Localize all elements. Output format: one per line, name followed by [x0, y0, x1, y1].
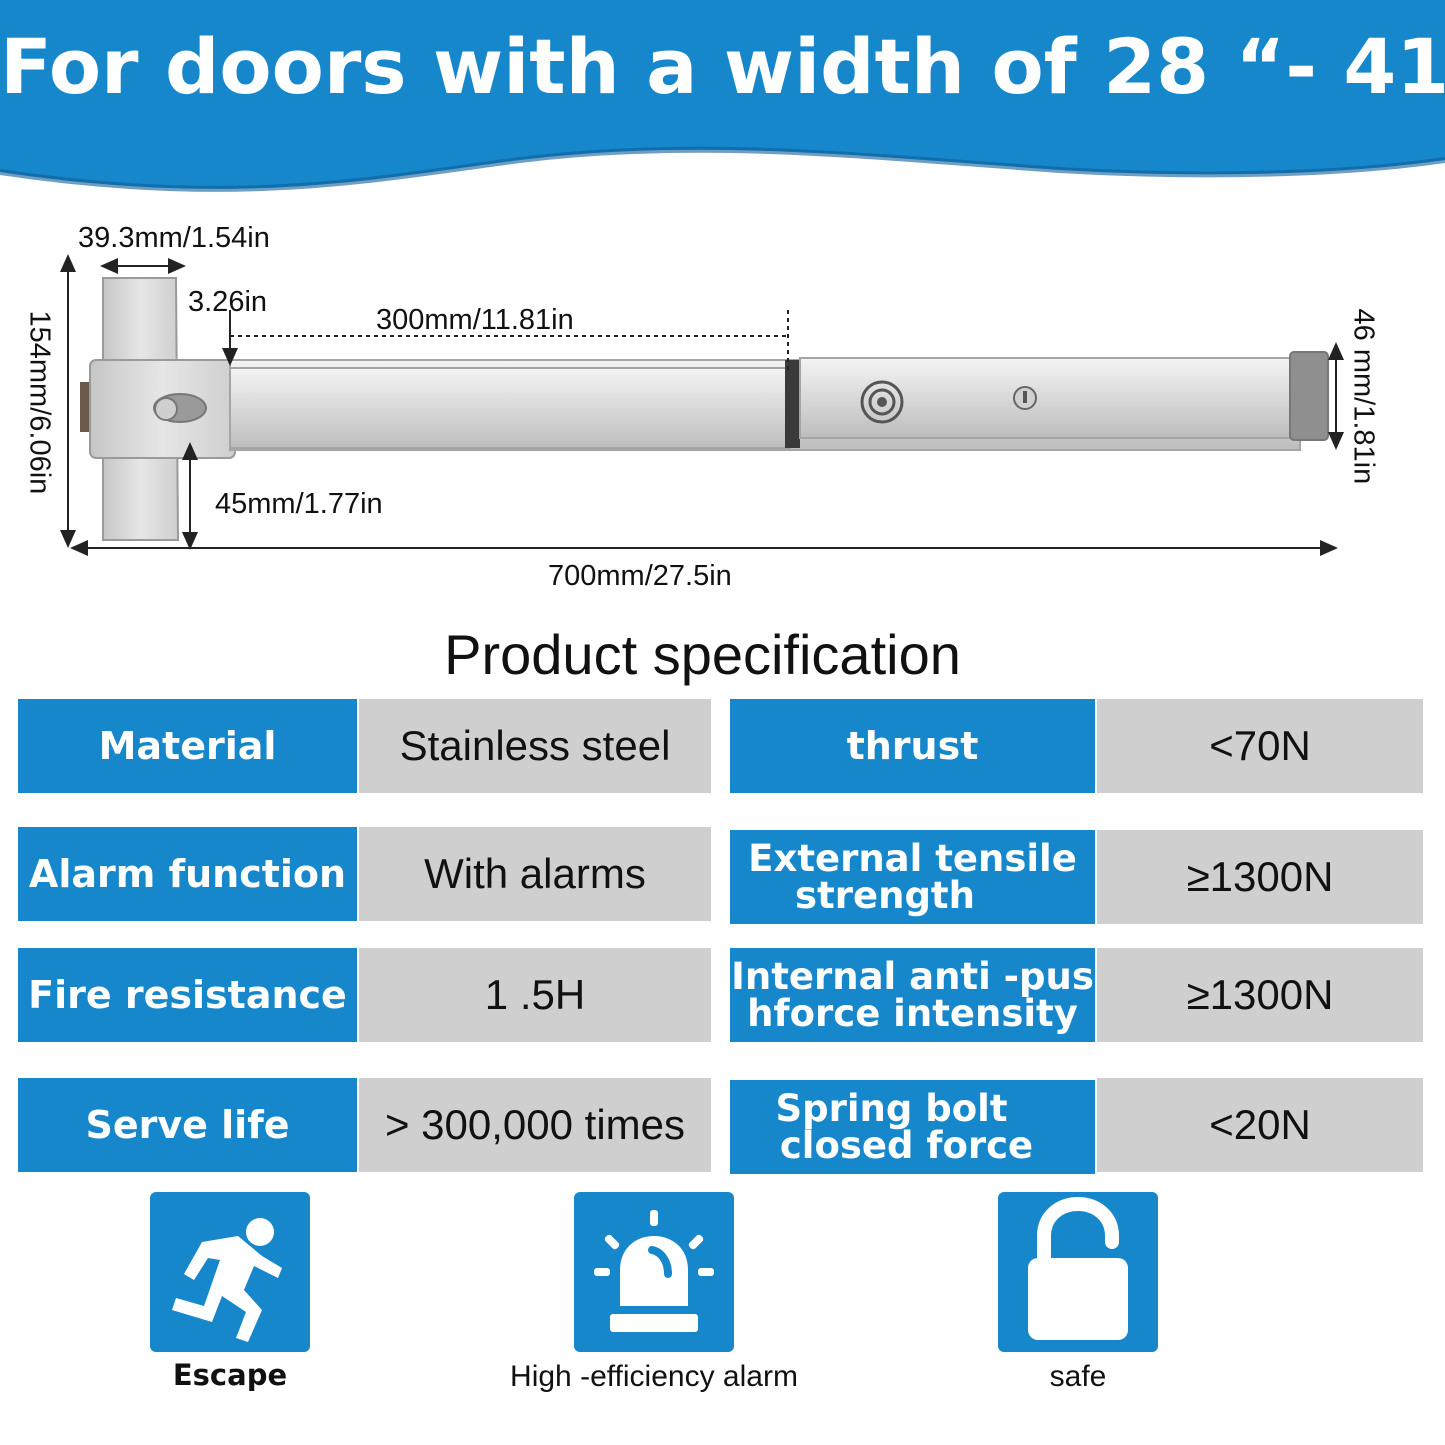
alarm-speaker-icon — [860, 380, 904, 424]
spec-key-line: External tensile — [748, 837, 1077, 880]
exit-device-drawing — [60, 254, 1344, 556]
dim-bar-segment: 300mm/11.81in — [376, 304, 574, 336]
spec-key-line: Spring bolt — [775, 1087, 1008, 1130]
dim-lower-offset: 45mm/1.77in — [215, 488, 383, 520]
alarm-feature — [574, 1192, 734, 1352]
escape-feature — [150, 1192, 310, 1352]
spec-key-alarm-function: Alarm function — [18, 827, 357, 921]
safe-feature — [998, 1192, 1158, 1352]
dim-total-length: 700mm/27.5in — [548, 560, 732, 592]
spec-value-fire-resistance: 1 .5H — [359, 948, 711, 1042]
spec-key-line: strength — [795, 874, 975, 917]
spec-value-external-tensile: ≥1300N — [1097, 830, 1423, 924]
banner-title: For doors with a width of 28 “- 41” — [0, 22, 1445, 111]
dimension-lines — [60, 254, 1344, 556]
spec-key-external-tensile: External tensile strength — [730, 830, 1095, 924]
alarm-label: High -efficiency alarm — [510, 1360, 798, 1393]
spec-key-line: Internal anti -pus — [731, 955, 1094, 998]
dim-total-height: 154mm/6.06in — [23, 310, 56, 495]
dim-head-width: 39.3mm/1.54in — [78, 222, 270, 254]
running-person-icon — [172, 1218, 282, 1342]
spec-key-fire-resistance: Fire resistance — [18, 948, 357, 1042]
spec-key-thrust: thrust — [730, 699, 1095, 793]
device-head — [80, 277, 236, 541]
dim-head-offset: 3.26in — [188, 286, 268, 318]
push-bar — [229, 351, 1329, 451]
spec-key-line: hforce intensity — [747, 992, 1078, 1035]
spec-key-serve-life: Serve life — [18, 1078, 357, 1172]
spec-value-serve-life: > 300,000 times — [359, 1078, 711, 1172]
alarm-siren-icon — [594, 1210, 714, 1332]
escape-label: Escape — [172, 1358, 288, 1392]
spec-value-thrust: <70N — [1097, 699, 1423, 793]
spec-key-spring-bolt: Spring bolt closed force — [730, 1080, 1095, 1174]
spec-key-internal-anti-push: Internal anti -pus hforce intensity — [730, 948, 1095, 1042]
unlocked-padlock-icon — [1028, 1196, 1128, 1340]
spec-value-internal-anti-push: ≥1300N — [1097, 948, 1423, 1042]
spec-key-material: Material — [18, 699, 357, 793]
key-cylinder-icon — [1013, 386, 1037, 410]
banner-wave-background — [0, 0, 1445, 192]
spec-title: Product specification — [444, 623, 961, 686]
dim-bar-height: 46 mm/1.81in — [1347, 308, 1380, 485]
header-banner: For doors with a width of 28 “- 41” — [0, 0, 1445, 210]
spec-value-alarm-function: With alarms — [359, 827, 711, 921]
spec-value-material: Stainless steel — [359, 699, 711, 793]
safe-label: safe — [1049, 1360, 1107, 1393]
spec-key-line: closed force — [779, 1124, 1034, 1167]
spec-value-spring-bolt: <20N — [1097, 1078, 1423, 1172]
dimension-diagram: 39.3mm/1.54in 3.26in 300mm/11.81in 45mm/… — [0, 210, 1445, 610]
